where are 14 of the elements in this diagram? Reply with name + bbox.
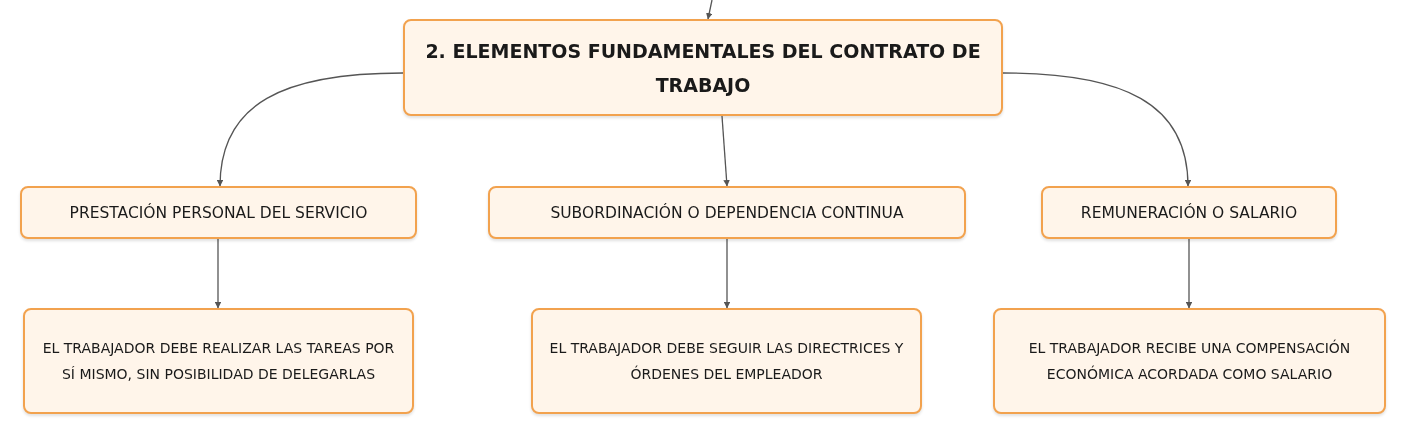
connector-arrow (214, 238, 222, 309)
detail-box: EL TRABAJADOR DEBE REALIZAR LAS TAREAS POR SÍ MISMO, SIN POSIBILIDAD DE DELEGARLAS (23, 308, 414, 414)
topic-box: REMUNERACIÓN O SALARIO (1041, 186, 1337, 239)
connector-arrow (723, 238, 731, 309)
connector-arrow (1002, 72, 1191, 187)
detail-box: EL TRABAJADOR DEBE SEGUIR LAS DIRECTRICES Y ÓRDENES DEL EMPLEADOR (531, 308, 922, 414)
main-topic-box: 2. ELEMENTOS FUNDAMENTALES DEL CONTRATO DE TRABAJO (403, 19, 1003, 116)
topic-box: SUBORDINACIÓN O DEPENDENCIA CONTINUA (488, 186, 966, 239)
connector-arrow (1185, 238, 1193, 309)
connector-arrow (217, 72, 404, 187)
connector-arrow (706, 0, 713, 20)
connector-arrow (721, 115, 730, 187)
detail-box: EL TRABAJADOR RECIBE UNA COMPENSACIÓN ECONÓMICA ACORDADA COMO SALARIO (993, 308, 1386, 414)
topic-box: PRESTACIÓN PERSONAL DEL SERVICIO (20, 186, 417, 239)
